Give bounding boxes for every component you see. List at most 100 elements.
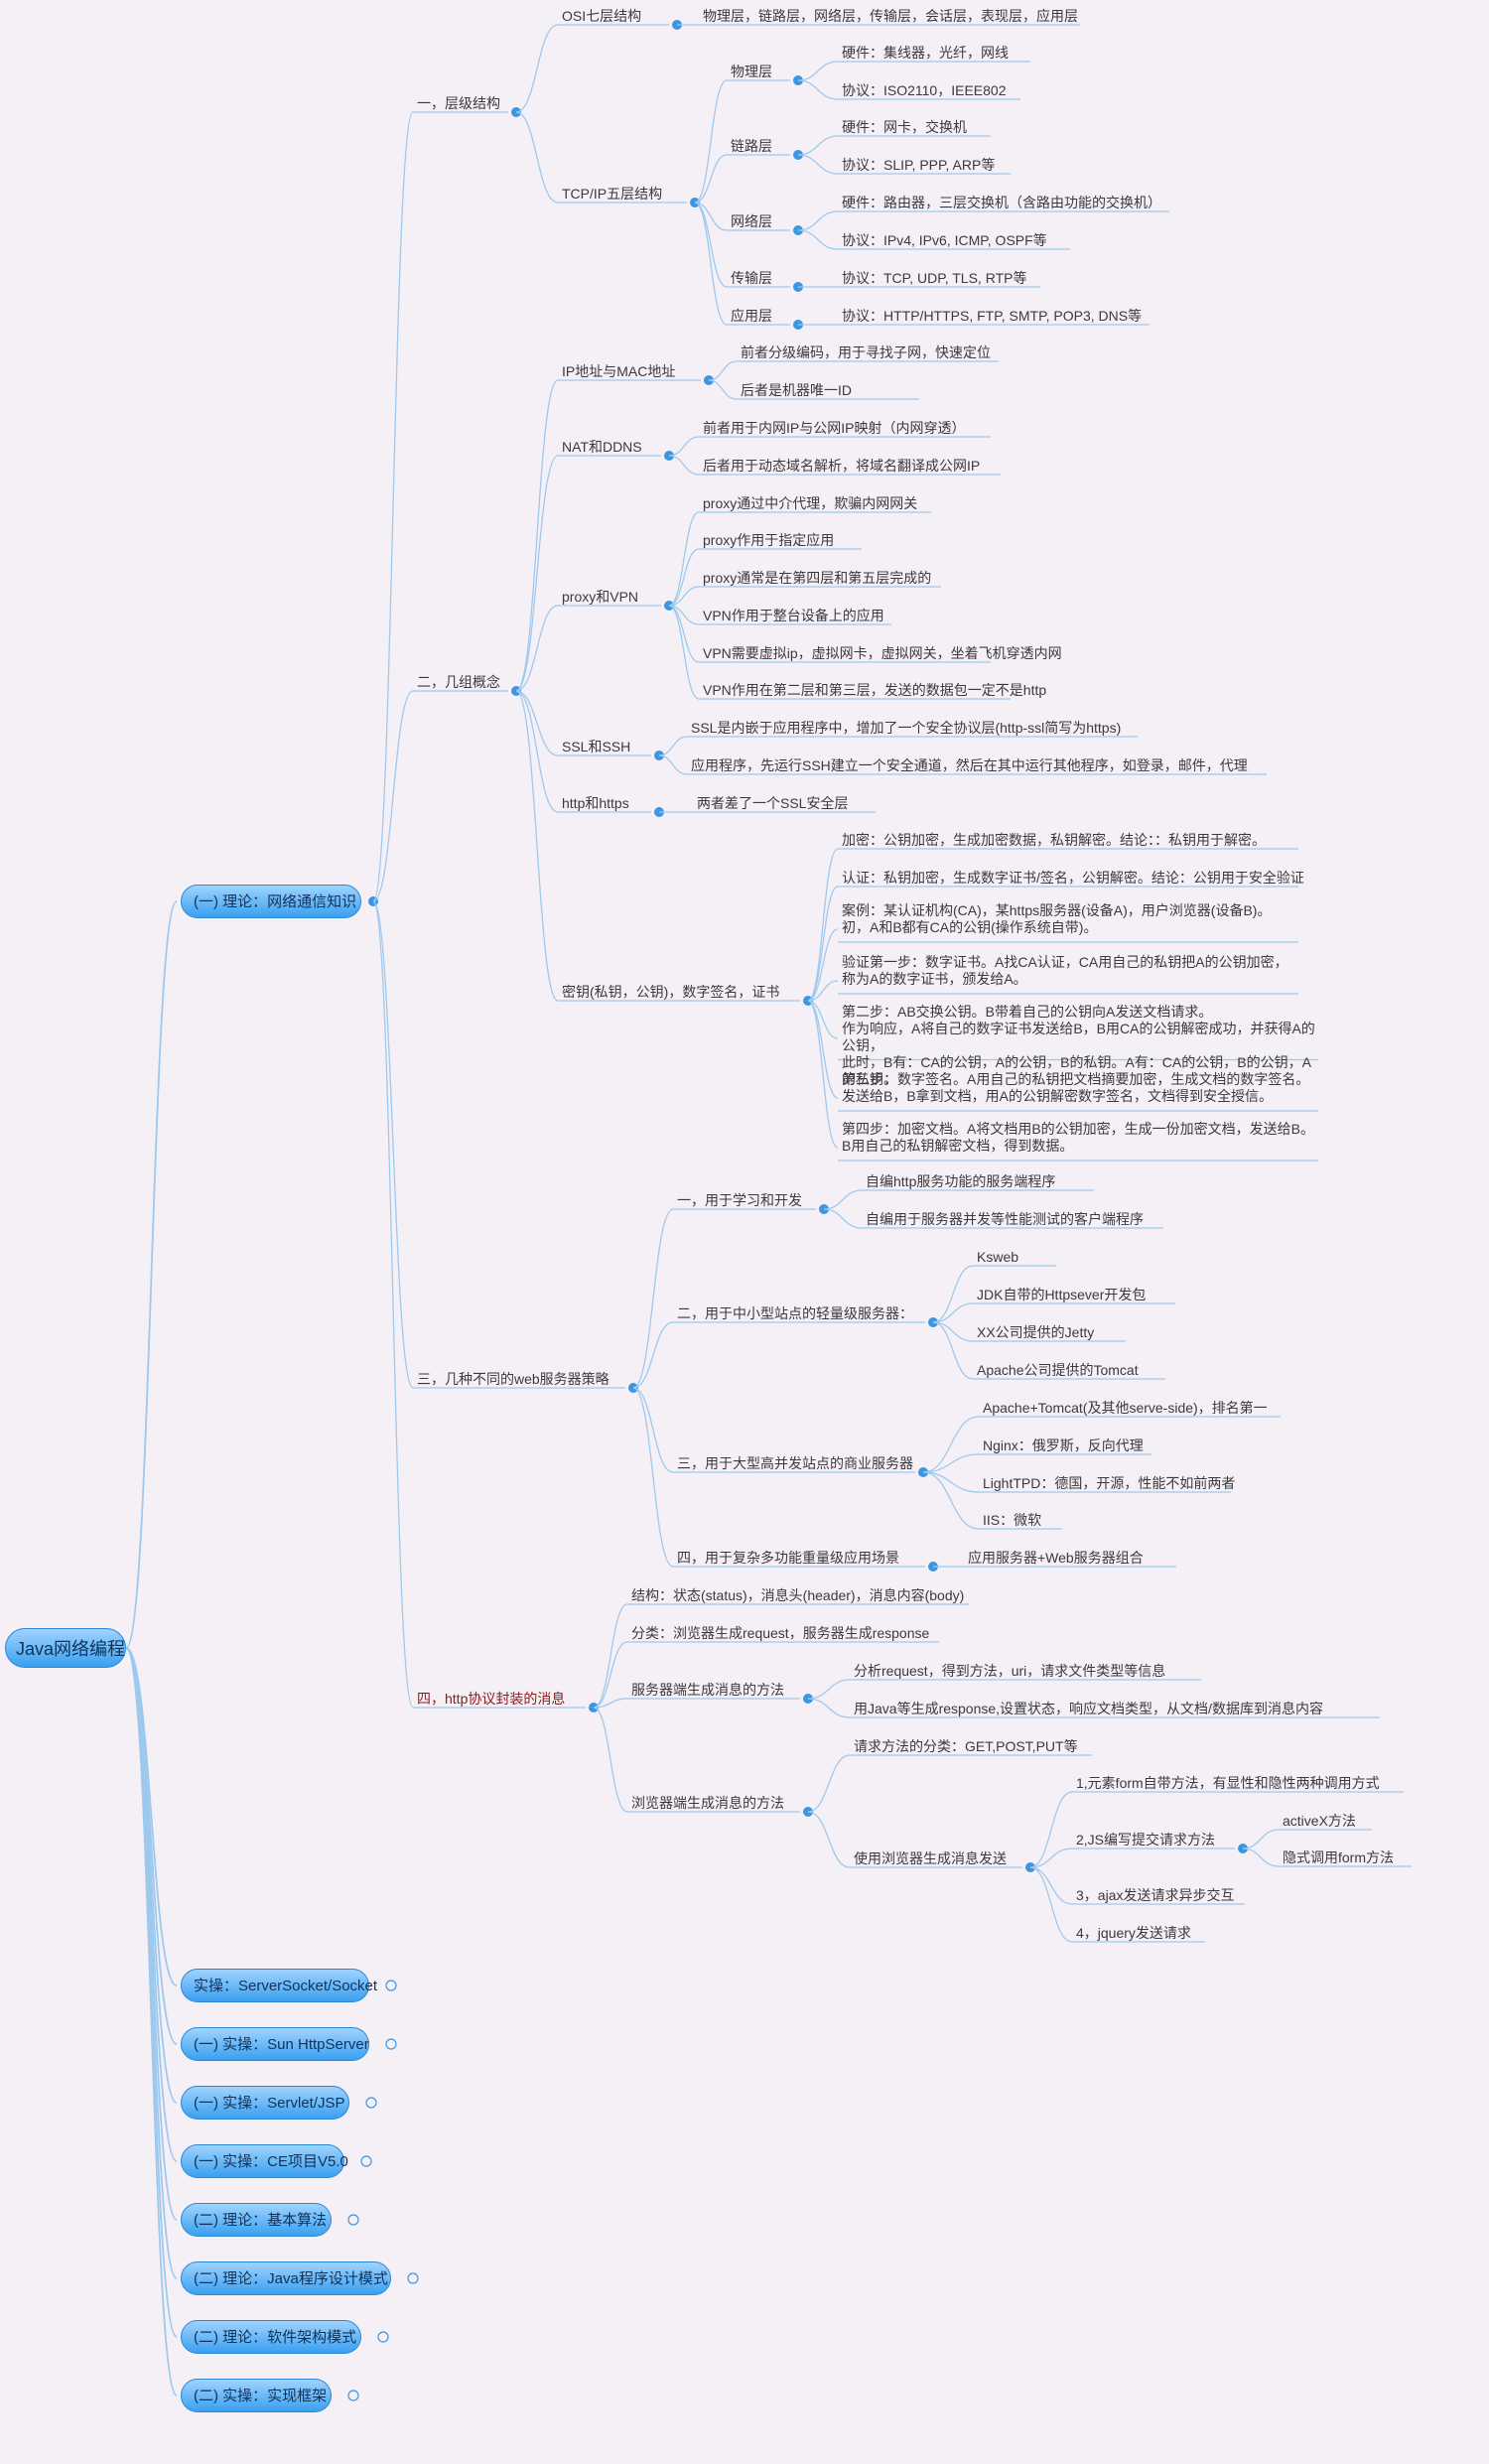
topic-node[interactable]: 请求方法的分类：GET,POST,PUT等: [854, 1737, 1078, 1754]
topic-node[interactable]: JDK自带的Httpsever开发包: [977, 1286, 1147, 1302]
topic-node[interactable]: Ksweb: [977, 1248, 1019, 1265]
topic-node[interactable]: 网络层: [731, 212, 772, 229]
main-topic-pill[interactable]: (一) 理论：网络通信知识: [181, 885, 361, 918]
topic-node[interactable]: 4，jquery发送请求: [1076, 1924, 1191, 1941]
topic-node[interactable]: 二，几组概念: [417, 673, 500, 690]
topic-node[interactable]: XX公司提供的Jetty: [977, 1323, 1095, 1340]
topic-node[interactable]: 协议：TCP, UDP, TLS, RTP等: [842, 269, 1027, 286]
topic-node[interactable]: 应用服务器+Web服务器组合: [968, 1549, 1144, 1566]
branch-connector: [708, 379, 738, 400]
topic-node[interactable]: 验证第一步：数字证书。A找CA认证，CA用自己的私钥把A的公钥加密，称为A的数字…: [842, 954, 1288, 987]
topic-node[interactable]: activeX方法: [1283, 1812, 1356, 1829]
topic-node[interactable]: proxy通常是在第四层和第五层完成的: [703, 569, 932, 586]
collapsed-node-handle[interactable]: [377, 2331, 389, 2343]
topic-node[interactable]: 三，用于大型高并发站点的商业服务器: [677, 1454, 913, 1471]
collapsed-node-handle[interactable]: [360, 2155, 372, 2167]
topic-node[interactable]: 用Java等生成response,设置状态，响应文档类型，从文档/数据库到消息内…: [854, 1700, 1323, 1716]
topic-node[interactable]: proxy通过中介代理，欺骗内网网关: [703, 494, 918, 511]
collapsed-node-handle[interactable]: [347, 2214, 359, 2226]
topic-node[interactable]: 协议：IPv4, IPv6, ICMP, OSPF等: [842, 231, 1047, 248]
topic-node[interactable]: 三，几种不同的web服务器策略: [417, 1370, 609, 1387]
topic-node[interactable]: 协议：ISO2110，IEEE802: [842, 81, 1007, 98]
collapsed-node-handle[interactable]: [407, 2272, 419, 2284]
branch-connector: [807, 1000, 839, 1149]
topic-node[interactable]: 一，层级结构: [417, 94, 500, 111]
collapsed-node-handle[interactable]: [347, 2390, 359, 2401]
topic-node[interactable]: 应用程序，先运行SSH建立一个安全通道，然后在其中运行其他程序，如登录，邮件，代…: [691, 756, 1248, 773]
topic-node[interactable]: 二，用于中小型站点的轻量级服务器：: [677, 1304, 913, 1321]
topic-node[interactable]: 后者是机器唯一ID: [741, 381, 852, 398]
topic-node[interactable]: IP地址与MAC地址: [562, 362, 676, 379]
topic-node[interactable]: 3，ajax发送请求异步交互: [1076, 1886, 1235, 1903]
topic-node[interactable]: 第二步：AB交换公钥。B带着自己的公钥向A发送文档请求。作为响应，A将自己的数字…: [842, 1003, 1315, 1087]
branch-connector: [515, 24, 559, 113]
topic-node[interactable]: 服务器端生成消息的方法: [631, 1681, 784, 1698]
topic-node[interactable]: 四，http协议封装的消息: [417, 1690, 566, 1707]
topic-node[interactable]: 密钥(私钥，公钥)，数字签名，证书: [562, 983, 780, 1000]
main-topic-pill[interactable]: (一) 实操：Servlet/JSP: [181, 2086, 349, 2120]
topic-node[interactable]: 协议：HTTP/HTTPS, FTP, SMTP, POP3, DNS等: [842, 307, 1143, 324]
topic-node[interactable]: 一，用于学习和开发: [677, 1191, 802, 1208]
topic-node[interactable]: 硬件：集线器，光纤，网线: [842, 44, 1009, 61]
topic-node[interactable]: 浏览器端生成消息的方法: [631, 1794, 784, 1811]
topic-node[interactable]: 链路层: [731, 137, 772, 154]
topic-node[interactable]: OSI七层结构: [562, 7, 642, 24]
main-topic-pill[interactable]: (一) 实操：Sun HttpServer: [181, 2027, 369, 2061]
root-topic[interactable]: Java网络编程: [5, 1628, 126, 1668]
topic-node[interactable]: VPN需要虚拟ip，虚拟网卡，虚拟网关，坐着飞机穿透内网: [703, 644, 1062, 661]
topic-node[interactable]: 协议：SLIP, PPP, ARP等: [842, 156, 996, 173]
topic-node[interactable]: 自编http服务功能的服务端程序: [866, 1172, 1056, 1189]
topic-node[interactable]: 后者用于动态域名解析，将域名翻译成公网IP: [703, 457, 981, 474]
collapsed-node-handle[interactable]: [385, 2038, 397, 2050]
collapsed-node-handle[interactable]: [385, 1980, 397, 1991]
topic-node[interactable]: 分类：浏览器生成request，服务器生成response: [631, 1624, 930, 1641]
topic-node[interactable]: 硬件：网卡，交换机: [842, 118, 967, 135]
topic-node[interactable]: proxy作用于指定应用: [703, 531, 835, 548]
main-topic-pill[interactable]: 实操：ServerSocket/Socket: [181, 1969, 377, 2002]
topic-node[interactable]: LightTPD：德国，开源，性能不如前两者: [983, 1474, 1236, 1491]
topic-node[interactable]: 案例：某认证机构(CA)，某https服务器(设备A)，用户浏览器(设备B)。初…: [842, 902, 1272, 935]
main-topic-pill[interactable]: (二) 理论：软件架构模式: [181, 2320, 361, 2354]
topic-node[interactable]: 传输层: [731, 269, 772, 286]
topic-node[interactable]: SSL是内嵌于应用程序中，增加了一个安全协议层(http-ssl简写为https…: [691, 719, 1122, 736]
topic-node[interactable]: 2,JS编写提交请求方法: [1076, 1831, 1216, 1848]
topic-node[interactable]: TCP/IP五层结构: [562, 185, 663, 202]
main-topic-pill[interactable]: (二) 理论：基本算法: [181, 2203, 332, 2237]
main-topic-pill[interactable]: (二) 实操：实现框架: [181, 2379, 332, 2412]
topic-node[interactable]: 自编用于服务器并发等性能测试的客户端程序: [866, 1210, 1144, 1227]
topic-node[interactable]: 结构：状态(status)，消息头(header)，消息内容(body): [631, 1586, 965, 1603]
branch-connector: [515, 111, 559, 204]
topic-node[interactable]: SSL和SSH: [562, 738, 631, 754]
topic-node[interactable]: 认证：私钥加密，生成数字证书/签名，公钥解密。结论：公钥用于安全验证: [842, 869, 1304, 886]
topic-node[interactable]: http和https: [562, 794, 629, 811]
topic-node[interactable]: 前者分级编码，用于寻找子网，快速定位: [741, 343, 991, 360]
topic-node[interactable]: VPN作用在第二层和第三层，发送的数据包一定不是http: [703, 681, 1047, 698]
branch-connector: [922, 1471, 980, 1530]
topic-node[interactable]: Apache+Tomcat(及其他serve-side)，排名第一: [983, 1399, 1268, 1416]
topic-node[interactable]: 四，用于复杂多功能重量级应用场景: [677, 1549, 899, 1566]
topic-node[interactable]: 应用层: [731, 307, 772, 324]
topic-node[interactable]: 两者差了一个SSL安全层: [697, 794, 849, 811]
topic-node[interactable]: 1,元素form自带方法，有显性和隐性两种调用方式: [1076, 1774, 1380, 1791]
topic-node[interactable]: IIS：微软: [983, 1511, 1042, 1528]
topic-node[interactable]: Apache公司提供的Tomcat: [977, 1361, 1139, 1378]
topic-node[interactable]: Nginx：俄罗斯，反向代理: [983, 1437, 1144, 1453]
topic-node[interactable]: 隐式调用form方法: [1283, 1848, 1394, 1865]
branch-connector: [932, 1302, 974, 1323]
collapsed-node-handle[interactable]: [365, 2097, 377, 2109]
topic-node[interactable]: 第四步：加密文档。A将文档用B的公钥加密，生成一份加密文档，发送给B。B用自己的…: [842, 1121, 1315, 1154]
topic-node[interactable]: 物理层: [731, 63, 772, 79]
topic-node[interactable]: 前者用于内网IP与公网IP映射（内网穿透）: [703, 419, 966, 436]
topic-node[interactable]: VPN作用于整台设备上的应用: [703, 607, 884, 623]
topic-node[interactable]: 使用浏览器生成消息发送: [854, 1849, 1007, 1866]
branch-connector: [807, 1754, 851, 1813]
main-topic-pill[interactable]: (二) 理论：Java程序设计模式: [181, 2261, 391, 2295]
topic-node[interactable]: 第三步：数字签名。A用自己的私钥把文档摘要加密，生成文档的数字签名。发送给B，B…: [842, 1071, 1310, 1104]
topic-node[interactable]: 分析request，得到方法，uri，请求文件类型等信息: [854, 1662, 1166, 1679]
topic-node[interactable]: 物理层，链路层，网络层，传输层，会话层，表现层，应用层: [703, 7, 1078, 24]
main-topic-pill[interactable]: (一) 实操：CE项目V5.0: [181, 2144, 348, 2178]
topic-node[interactable]: 加密：公钥加密，生成加密数据，私钥解密。结论：：私钥用于解密。: [842, 831, 1266, 848]
topic-node[interactable]: 硬件：路由器，三层交换机（含路由功能的交换机）: [842, 194, 1161, 210]
topic-node[interactable]: proxy和VPN: [562, 588, 639, 605]
topic-node[interactable]: NAT和DDNS: [562, 438, 642, 455]
